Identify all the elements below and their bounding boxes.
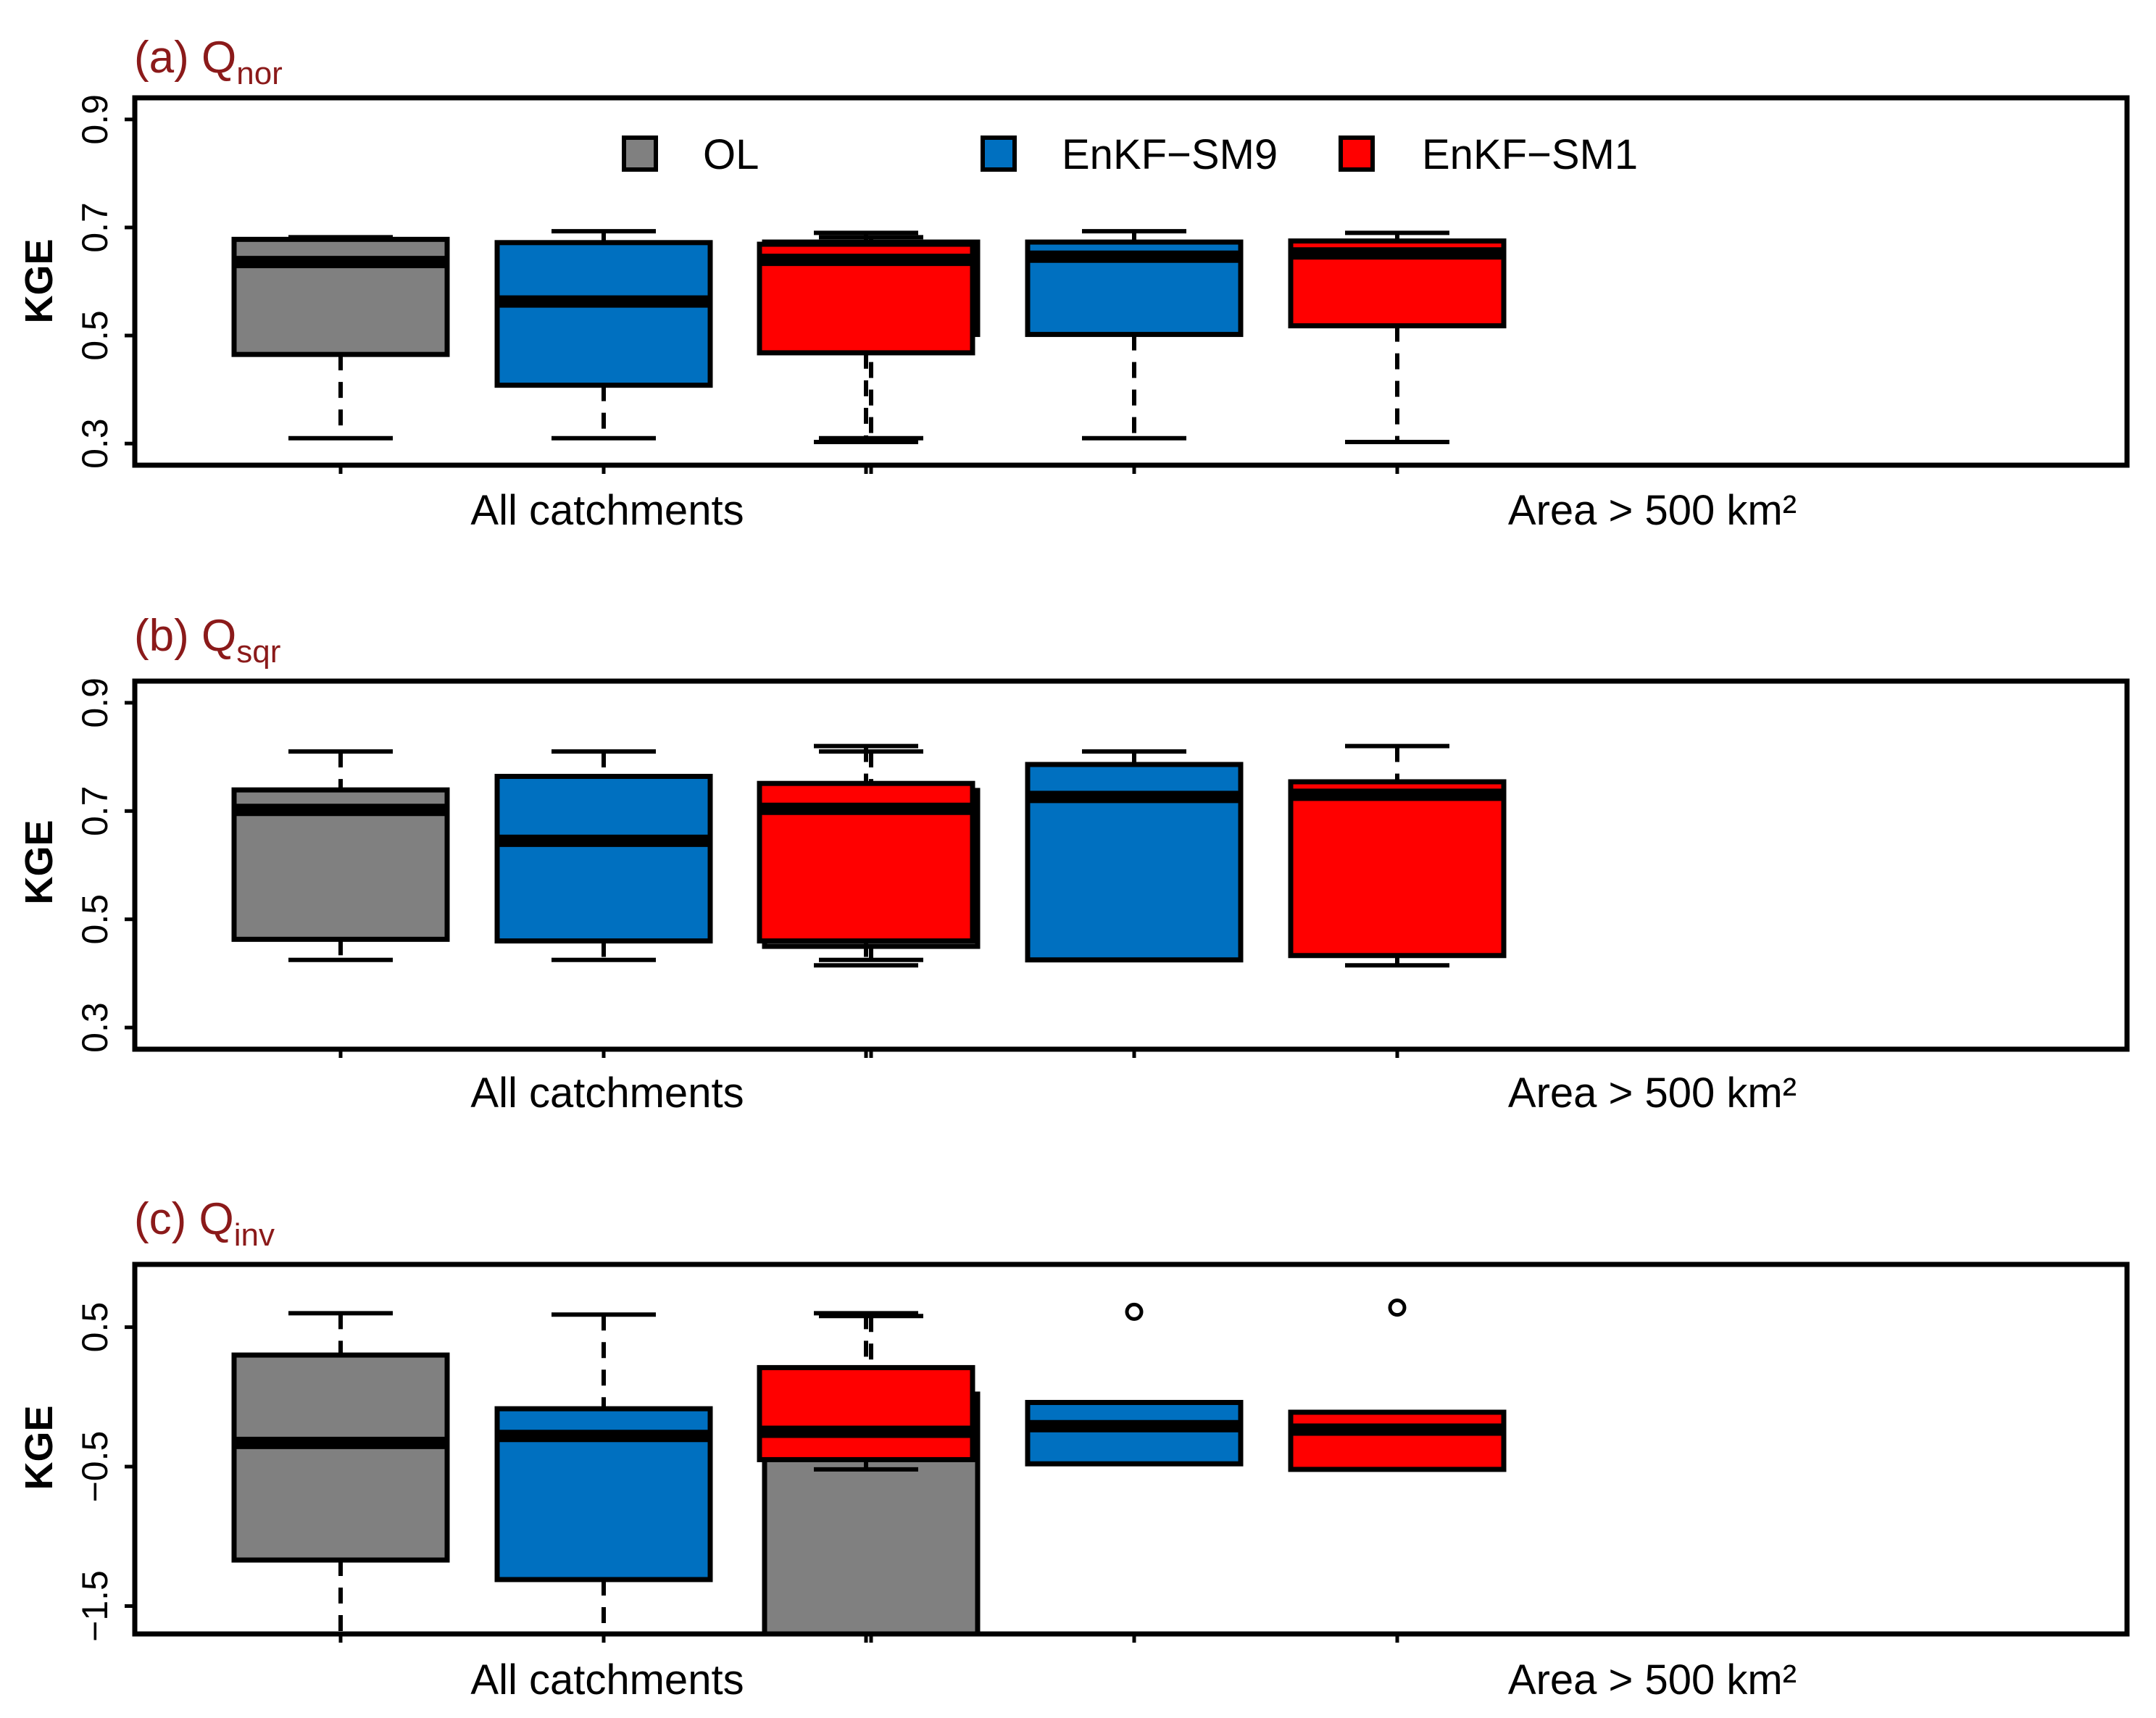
panel-b-plot-frame <box>132 678 2130 1052</box>
panel-b-title-main: (b) Q <box>134 611 236 661</box>
panel-c-boxes <box>231 1298 1507 1637</box>
panel-b: (b) Qsqr KGE 0.3 0.5 0.7 0.9 All catchments… <box>17 611 2130 1117</box>
panel-b-title: (b) Qsqr <box>134 611 280 670</box>
panel-a: (a) Qnor KGE 0.3 0.5 0.7 0.9 All catchments… <box>17 33 2130 534</box>
legend-label-enkf-sm9: EnKF−SM9 <box>1062 131 1278 178</box>
panel-b-ytick-label-3: 0.9 <box>75 677 115 728</box>
panel-a-ytick-label-1: 0.5 <box>75 310 115 361</box>
legend-label-enkf-sm1: EnKF−SM1 <box>1422 131 1638 178</box>
legend-swatch-enkf-sm1 <box>1339 135 1375 172</box>
panel-a-ytick-label-0: 0.3 <box>75 418 115 469</box>
panel-a-ylabel: KGE <box>17 238 61 323</box>
panel-a-plot-frame <box>132 95 2130 468</box>
panel-c-group-label-all: All catchments <box>470 1656 744 1704</box>
panel-c-enkf-sm9-area-outlier-0 <box>1125 1302 1144 1321</box>
panel-c-enkf-sm1-area-box <box>1288 1409 1507 1472</box>
panel-b-enkf-sm1-area-box <box>1288 779 1507 959</box>
panel-c-ytick-label-2: 0.5 <box>75 1302 115 1353</box>
panel-c-title-main: (c) Q <box>134 1194 234 1244</box>
panel-a-y-ticks: 0.3 0.5 0.7 0.9 <box>75 94 135 469</box>
panel-b-ylabel: KGE <box>17 820 61 904</box>
panel-b-group-label-area: Area > 500 km² <box>1508 1069 1797 1117</box>
panel-c-plot-frame <box>132 1262 2130 1637</box>
panel-a-title-sub: nor <box>236 56 283 91</box>
legend-swatch-ol <box>622 135 658 172</box>
panel-b-ytick-label-0: 0.3 <box>75 1002 115 1053</box>
panel-b-ytick-label-1: 0.5 <box>75 894 115 945</box>
panel-c-title-sub: inv <box>234 1217 275 1253</box>
panel-a-ytick-label-2: 0.7 <box>75 202 115 253</box>
panel-c-ylabel: KGE <box>17 1405 61 1490</box>
panel-b-group-label-all: All catchments <box>470 1069 744 1117</box>
panel-c-ytick-label-0: −1.5 <box>75 1570 115 1642</box>
panel-b-boxes <box>231 743 1507 968</box>
legend: OL EnKF−SM9 EnKF−SM1 <box>622 131 1638 178</box>
panel-c-ytick-label-1: −0.5 <box>75 1431 115 1503</box>
panel-c-title: (c) Qinv <box>134 1194 275 1253</box>
panel-b-title-sub: sqr <box>236 634 280 670</box>
panel-c-enkf-sm9-area-box <box>1025 1400 1244 1467</box>
panel-a-group-label-area: Area > 500 km² <box>1508 487 1797 534</box>
panel-c-enkf-sm1-all-box <box>757 1364 975 1462</box>
panel-c-y-ticks: −1.5 −0.5 0.5 <box>75 1302 135 1642</box>
panel-b-ytick-label-2: 0.7 <box>75 786 115 837</box>
panel-b-enkf-sm9-all-box <box>494 773 713 944</box>
panel-a-title-main: (a) Q <box>134 33 236 83</box>
legend-swatch-enkf-sm9 <box>981 135 1017 172</box>
legend-label-ol: OL <box>703 131 759 178</box>
panel-a-ytick-label-3: 0.9 <box>75 94 115 145</box>
panel-a-enkf-sm9-all-box <box>494 240 713 388</box>
panel-a-boxes <box>231 229 1507 444</box>
panel-c: (c) Qinv KGE −1.5−0.50.5 All catchments … <box>17 1194 2130 1704</box>
panel-c-group-label-area: Area > 500 km² <box>1508 1656 1797 1704</box>
panel-a-title: (a) Qnor <box>134 33 283 91</box>
panel-c-ol-all-box <box>231 1352 450 1563</box>
panel-a-group-label-all: All catchments <box>470 487 744 534</box>
panel-b-y-ticks: 0.3 0.5 0.7 0.9 <box>75 677 135 1053</box>
panel-c-enkf-sm1-area-outlier-0 <box>1388 1298 1407 1317</box>
